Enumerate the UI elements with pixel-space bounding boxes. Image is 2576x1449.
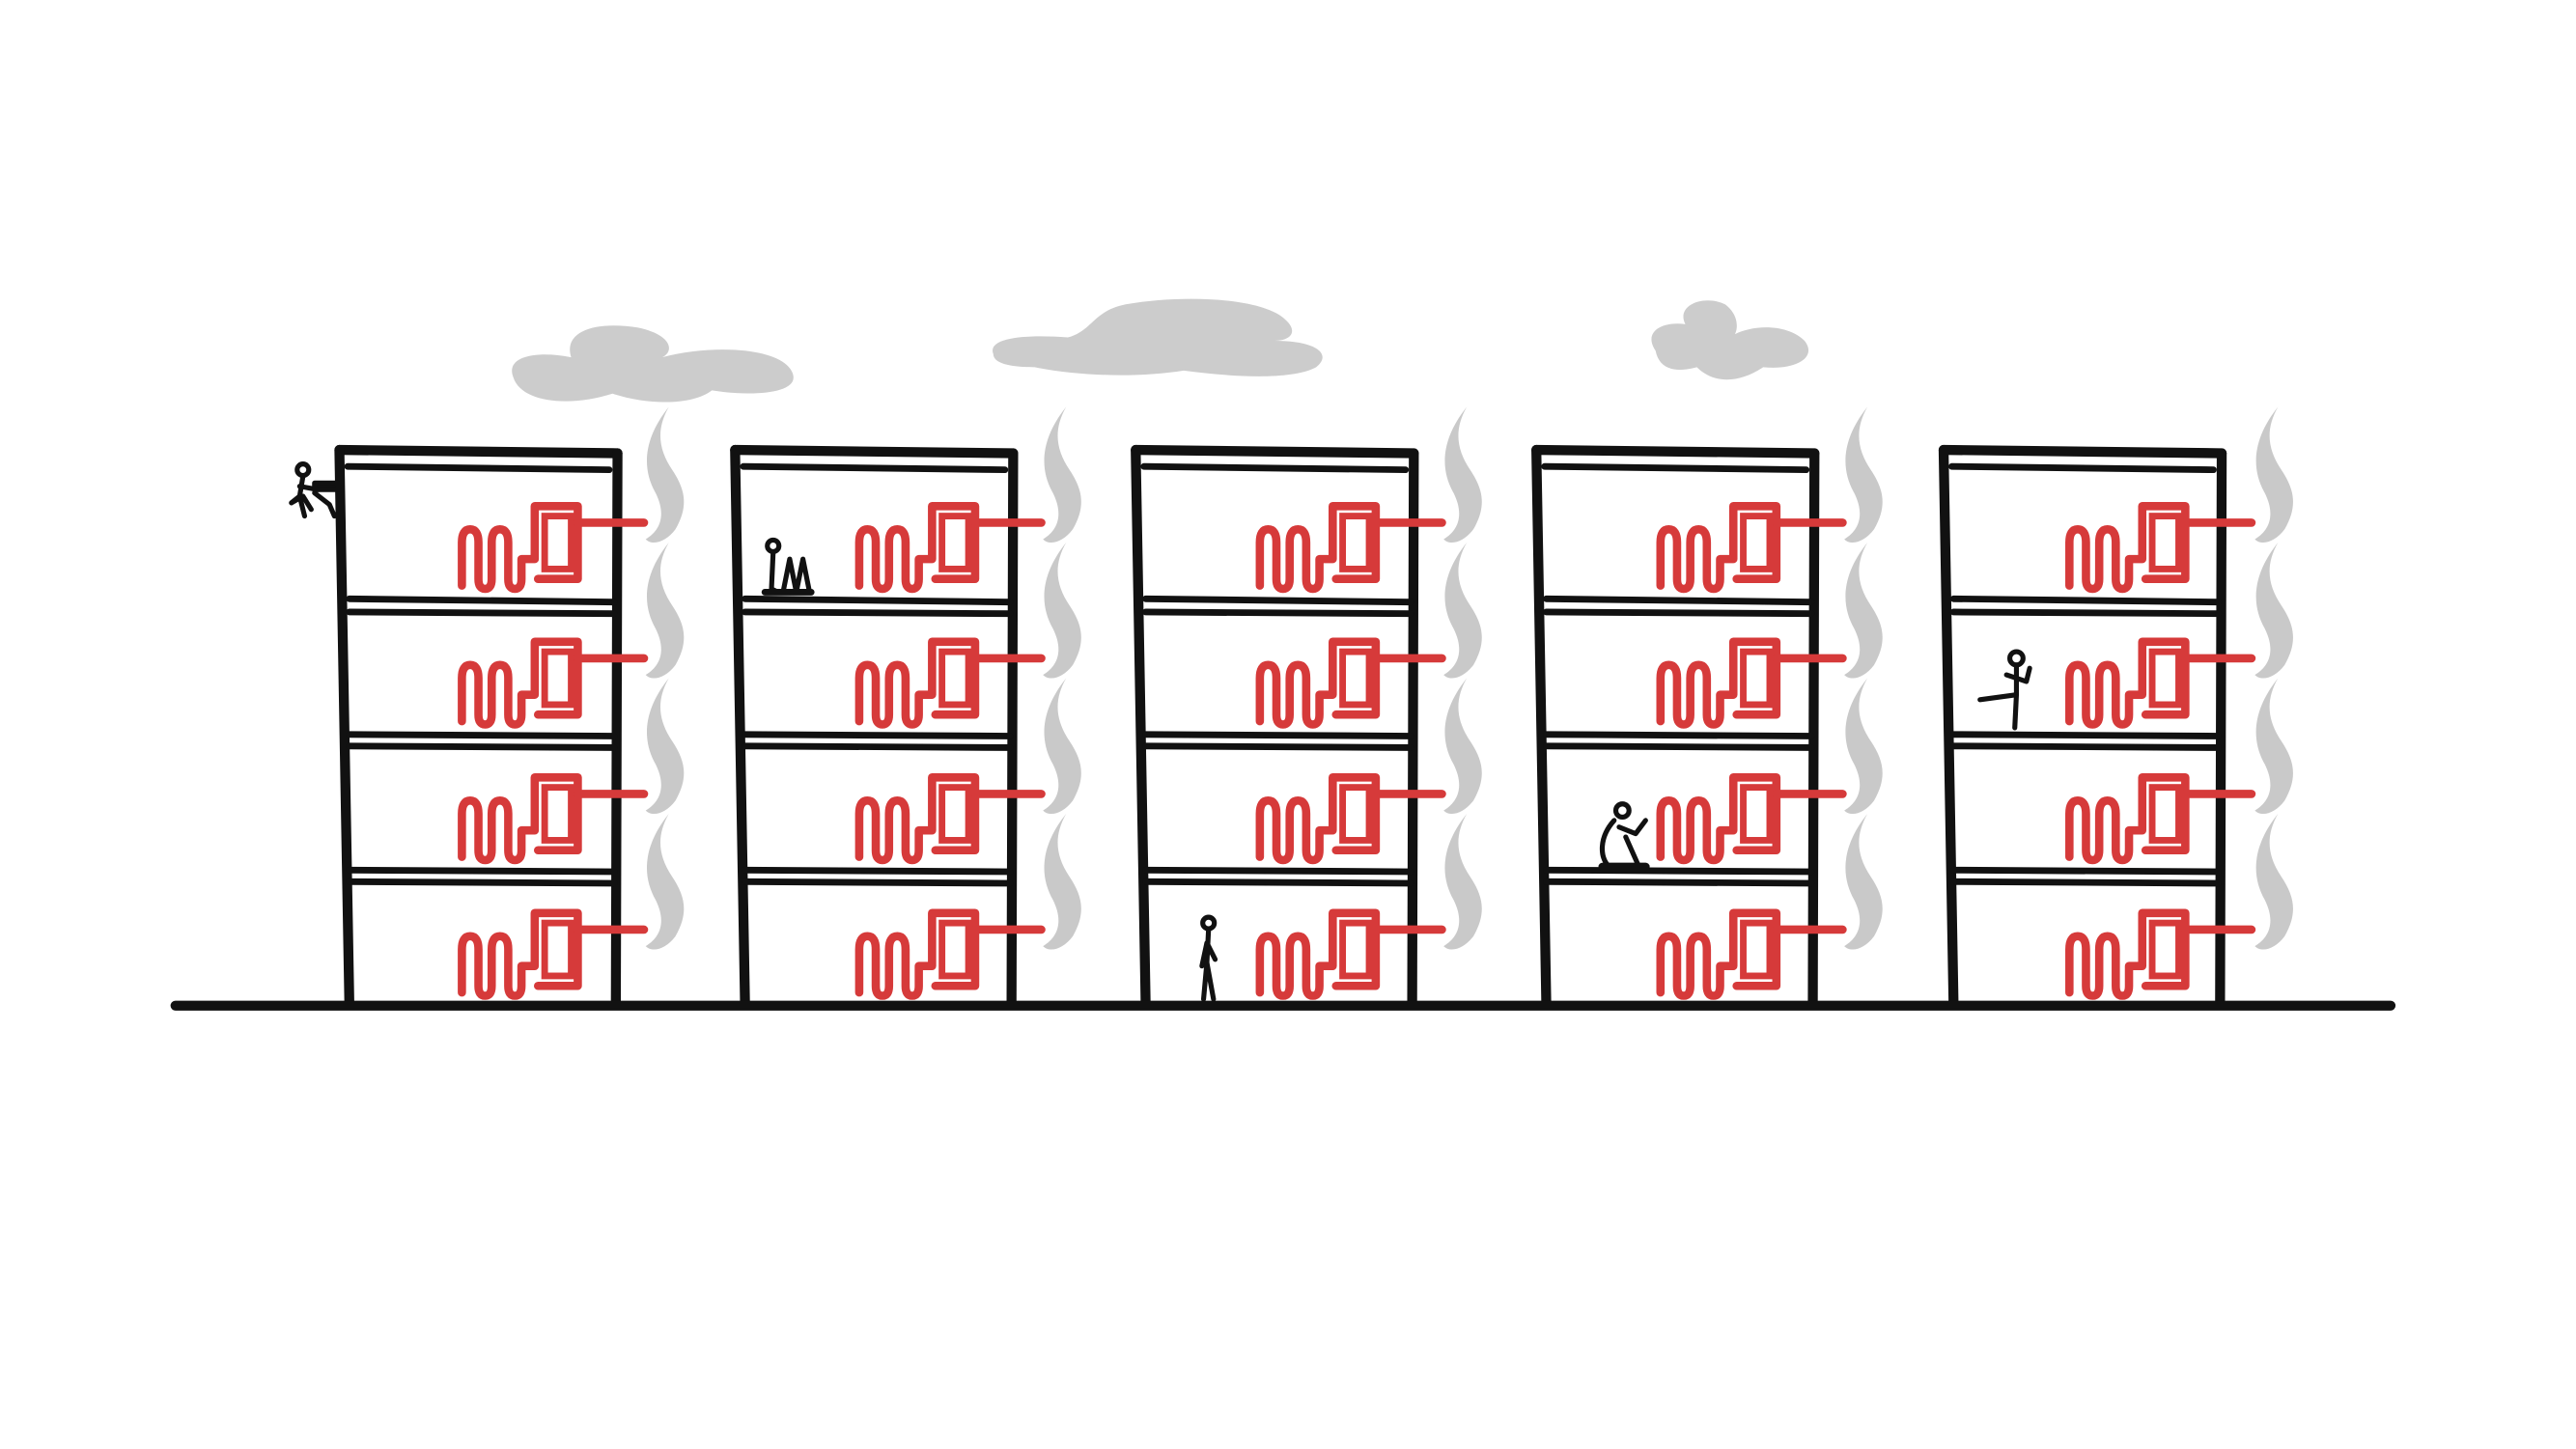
cloud-icon: [512, 325, 794, 403]
building-icon: [730, 444, 1019, 1008]
building-icon: [1531, 444, 1820, 1008]
person-icon: [1598, 801, 1650, 872]
cloud-icon: [1651, 300, 1809, 380]
building-icon: [334, 444, 623, 1008]
building-icon: [1131, 444, 1419, 1008]
cloud-icon: [993, 298, 1323, 376]
person-icon: [1977, 649, 2032, 731]
heating-units: [462, 506, 2252, 995]
person-icon: [761, 537, 815, 596]
person-icon: [289, 461, 343, 519]
person-icon: [1199, 914, 1218, 1002]
building-icon: [1938, 444, 2227, 1008]
